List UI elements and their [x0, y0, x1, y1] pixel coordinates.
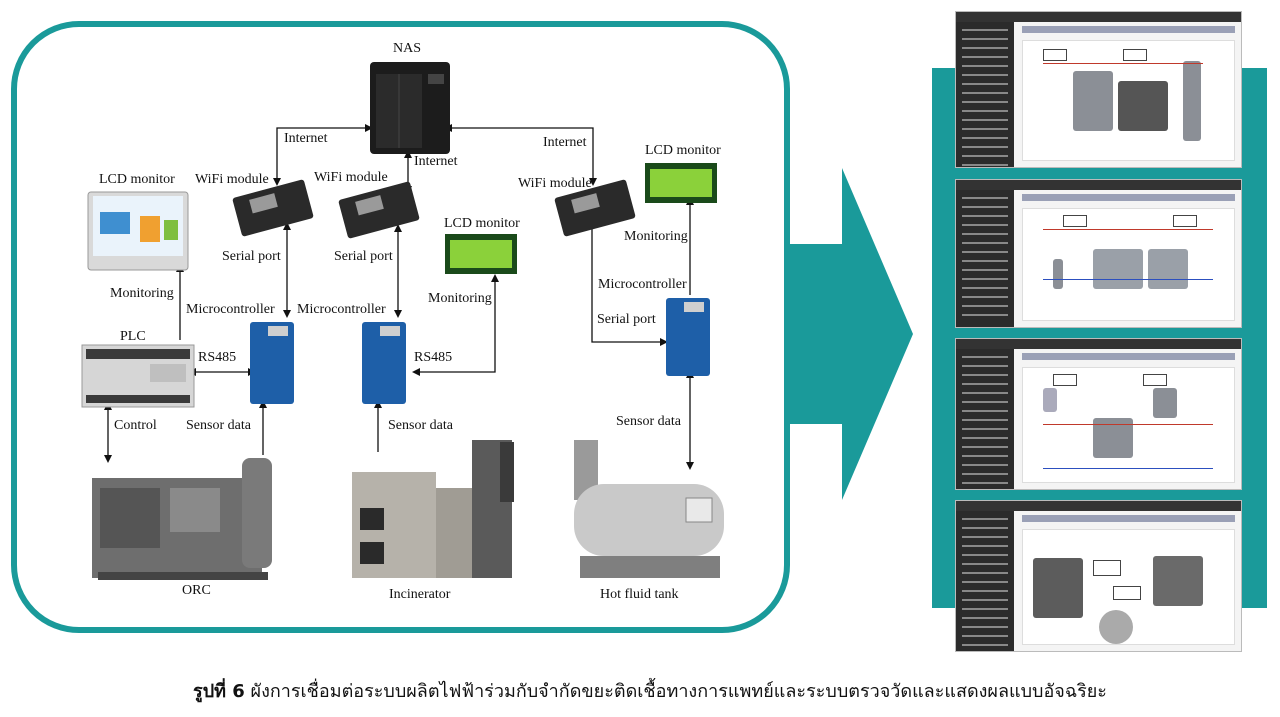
rs485-center-label: RS485	[414, 350, 453, 365]
monitoring-left-label: Monitoring	[110, 286, 174, 301]
serial-port-left-label: Serial port	[222, 249, 281, 264]
serial-port-center-label: Serial port	[334, 249, 393, 264]
wifi-module-center-label: WiFi module	[314, 170, 388, 185]
lcd-monitor-right	[645, 163, 717, 203]
plc-device	[81, 344, 195, 408]
internet-center-label: Internet	[414, 154, 458, 169]
rs485-left-label: RS485	[198, 350, 237, 365]
wifi-module-right	[554, 179, 636, 237]
sensor-data-center-label: Sensor data	[388, 418, 453, 433]
lcd-monitor-left	[87, 191, 189, 271]
lcd-monitor-center-label: LCD monitor	[444, 216, 520, 231]
wifi-module-center	[338, 181, 420, 239]
figure-caption-text: ผังการเชื่อมต่อระบบผลิตไฟฟ้าร่วมกับจำกัด…	[250, 681, 1107, 702]
nas-label: NAS	[393, 41, 422, 56]
figure-caption: รูปที่ 6 ผังการเชื่อมต่อระบบผลิตไฟฟ้าร่ว…	[40, 676, 1260, 705]
incinerator-label: Incinerator	[389, 587, 451, 602]
internet-left-label: Internet	[284, 131, 328, 146]
dashboard-screenshot-incinerator	[955, 11, 1242, 168]
wifi-module-right-label: WiFi module	[518, 176, 592, 191]
microcontroller-left	[250, 322, 294, 404]
orc-label: ORC	[182, 583, 211, 598]
microcontroller-left-label: Microcontroller	[186, 302, 275, 317]
dashboard-screenshot-vsorc	[955, 500, 1242, 652]
control-label: Control	[114, 418, 157, 433]
dashboard-screenshot-hot-water	[955, 179, 1242, 328]
nas-device	[370, 62, 450, 154]
hot-fluid-tank-label: Hot fluid tank	[600, 587, 679, 602]
microcontroller-right-label: Microcontroller	[598, 277, 687, 292]
flow-arrow	[785, 168, 913, 500]
microcontroller-center-label: Microcontroller	[297, 302, 386, 317]
microcontroller-center	[362, 322, 406, 404]
sensor-data-left-label: Sensor data	[186, 418, 251, 433]
lcd-monitor-right-label: LCD monitor	[645, 143, 721, 158]
serial-port-right-label: Serial port	[597, 312, 656, 327]
dashboard-screenshot-orc	[955, 338, 1242, 490]
monitoring-right-label: Monitoring	[624, 229, 688, 244]
lcd-monitor-left-label: LCD monitor	[99, 172, 175, 187]
sensor-data-right-label: Sensor data	[616, 414, 681, 429]
hot-fluid-tank-machine	[574, 440, 724, 578]
internet-right-label: Internet	[543, 135, 587, 150]
wifi-module-left-label: WiFi module	[195, 172, 269, 187]
orc-machine	[92, 458, 272, 580]
figure-number: รูปที่ 6	[193, 681, 245, 702]
plc-label: PLC	[120, 329, 146, 344]
microcontroller-right	[666, 298, 710, 376]
wifi-module-left	[232, 179, 314, 237]
monitoring-center-label: Monitoring	[428, 291, 492, 306]
lcd-monitor-center	[445, 234, 517, 274]
incinerator-machine	[352, 440, 514, 578]
